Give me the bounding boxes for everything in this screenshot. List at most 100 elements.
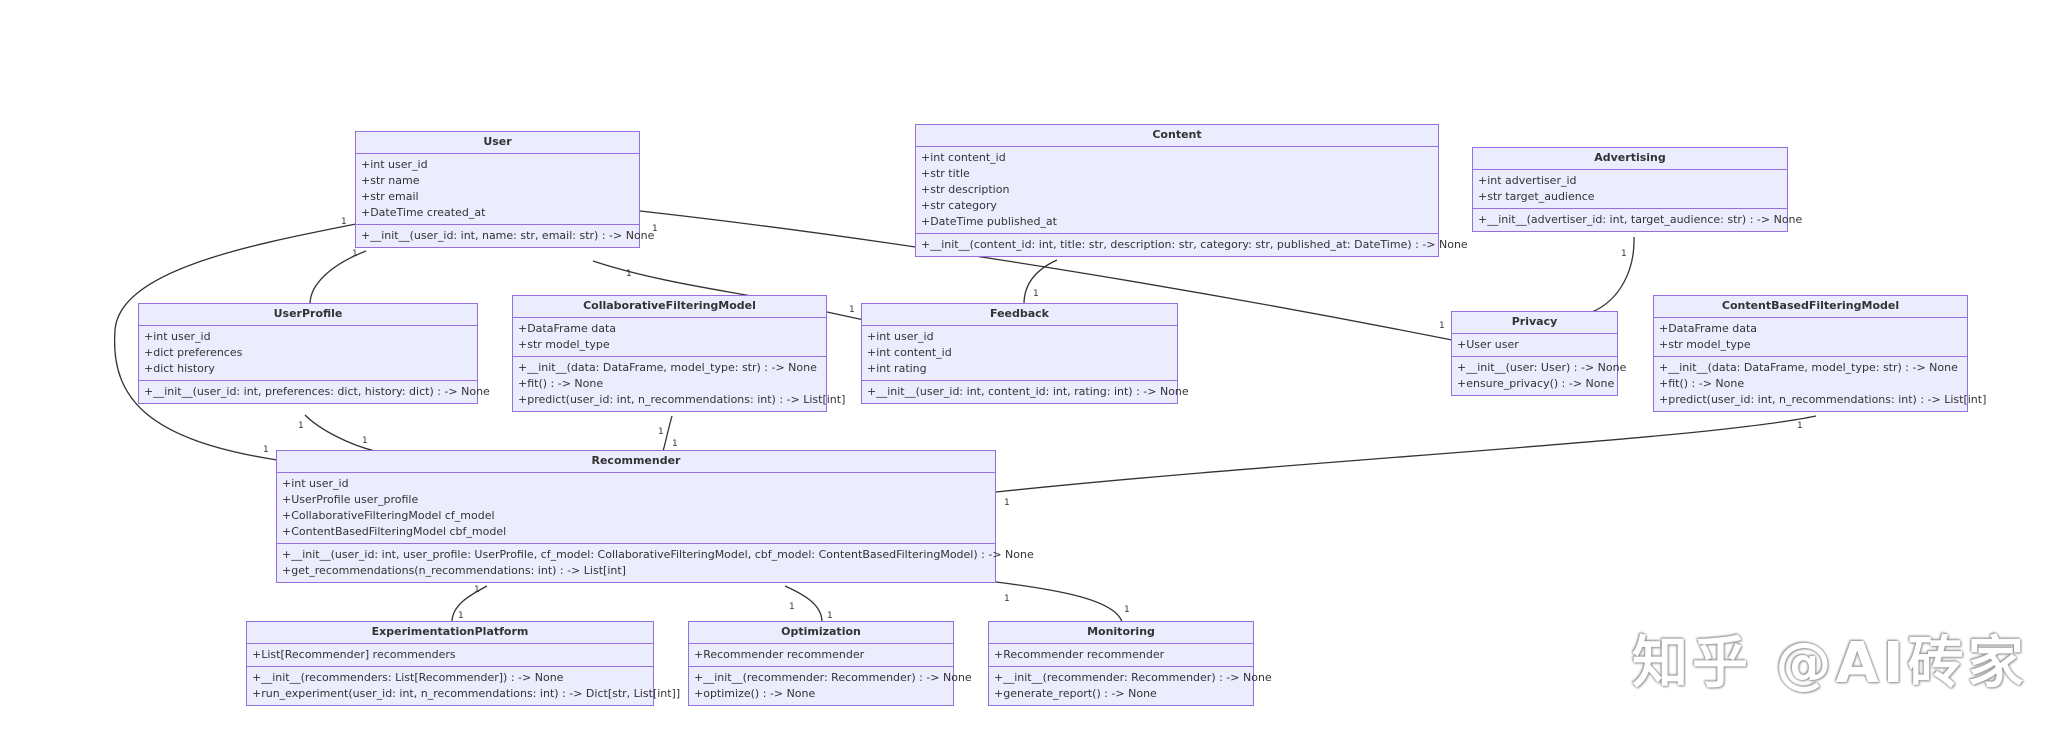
class-method: +fit() : -> None (518, 377, 604, 390)
class-title: Monitoring (989, 622, 1253, 644)
class-methods: +__init__(recommenders: List[Recommender… (247, 667, 681, 705)
class-attributes: +Recommender recommender (689, 644, 953, 667)
class-title: Recommender (277, 451, 995, 473)
edge-cbf-recommender (995, 415, 1817, 493)
class-methods: +__init__(user_id: int, name: str, email… (356, 225, 655, 247)
class-title: CollaborativeFilteringModel (513, 296, 826, 318)
class-experimentationplatform[interactable]: ExperimentationPlatform +List[Recommende… (246, 621, 681, 706)
class-attributes: +int user_id+UserProfile user_profile+Co… (277, 473, 995, 544)
class-attribute: +int user_id (361, 158, 428, 171)
multiplicity-label: 1 (1439, 321, 1445, 331)
class-feedback[interactable]: Feedback +int user_id+int content_id+int… (861, 303, 1189, 404)
class-attribute: +str name (361, 174, 420, 187)
class-title: Privacy (1452, 312, 1617, 334)
edge-content-feedback (1023, 259, 1058, 305)
class-attribute: +int content_id (867, 346, 952, 359)
class-attribute: +int user_id (144, 330, 211, 343)
multiplicity-label: 1 (341, 217, 347, 227)
class-content[interactable]: Content +int content_id+str title+str de… (915, 124, 1468, 257)
class-attributes: +int content_id+str title+str descriptio… (916, 147, 1438, 234)
class-method: +__init__(advertiser_id: int, target_aud… (1478, 213, 1803, 226)
class-method: +__init__(user_id: int, user_profile: Us… (282, 548, 1034, 561)
class-method: +generate_report() : -> None (994, 687, 1157, 700)
class-methods: +__init__(data: DataFrame, model_type: s… (513, 357, 845, 411)
class-attribute: +int advertiser_id (1478, 174, 1577, 187)
class-title: ExperimentationPlatform (247, 622, 653, 644)
class-userprofile[interactable]: UserProfile +int user_id +dict preference… (138, 303, 490, 404)
class-method: +__init__(recommender: Recommender) : ->… (994, 671, 1272, 684)
class-title: Advertising (1473, 148, 1787, 170)
class-methods: +__init__(recommender: Recommender) : ->… (989, 667, 1272, 705)
edge-cf-feedback (826, 311, 865, 321)
multiplicity-label: 1 (352, 249, 358, 259)
multiplicity-label: 1 (1004, 498, 1010, 508)
class-method: +optimize() : -> None (694, 687, 816, 700)
multiplicity-label: 1 (298, 421, 304, 431)
edge-user-feedback (592, 260, 758, 298)
class-attribute: +DateTime created_at (361, 206, 486, 219)
class-attribute: +str model_type (1659, 338, 1751, 351)
class-attributes: +User user (1452, 334, 1617, 357)
class-attributes: +int advertiser_id +str target_audience (1473, 170, 1787, 209)
class-optimization[interactable]: Optimization +Recommender recommender +_… (688, 621, 972, 706)
class-attribute: +DataFrame data (1659, 322, 1758, 335)
multiplicity-label: 1 (672, 439, 678, 449)
class-recommender[interactable]: Recommender +int user_id +UserProfile use… (276, 450, 1034, 583)
class-method: +__init__(data: DataFrame, model_type: s… (1659, 361, 1958, 374)
multiplicity-label: 1 (658, 427, 664, 437)
class-monitoring[interactable]: Monitoring +Recommender recommender +__i… (988, 621, 1272, 706)
class-method: +__init__(user_id: int, name: str, email… (361, 229, 655, 242)
multiplicity-label: 1 (1797, 421, 1803, 431)
class-attribute: +DateTime published_at (921, 215, 1057, 228)
class-attribute: +User user (1457, 338, 1519, 351)
class-method: +__init__(user_id: int, preferences: dic… (144, 385, 490, 398)
class-collaborativefilteringmodel[interactable]: CollaborativeFilteringModel +DataFrame d… (512, 295, 845, 412)
class-title: Content (916, 125, 1438, 147)
watermark-logo: 知乎 @AI砖家 (1632, 631, 2028, 696)
class-attribute: +DataFrame data (518, 322, 617, 335)
multiplicity-label: 1 (849, 305, 855, 315)
class-methods: +__init__(recommender: Recommender) : ->… (689, 667, 972, 705)
class-title: Feedback (862, 304, 1177, 326)
class-attributes: +int user_id+str name+str email+DateTime… (356, 154, 639, 225)
class-title: Optimization (689, 622, 953, 644)
class-method: +__init__(user: User) : -> None (1457, 361, 1627, 374)
edge-user-userprofile (309, 250, 367, 305)
class-title: UserProfile (139, 304, 477, 326)
class-attribute: +UserProfile user_profile (282, 493, 419, 506)
class-method: +predict(user_id: int, n_recommendations… (1659, 393, 1987, 406)
class-user[interactable]: User +int user_id+str name+str email+Dat… (355, 131, 655, 248)
edge-userprofile-recommender (304, 414, 376, 452)
class-method: +get_recommendations(n_recommendations: … (282, 564, 626, 577)
class-method: +run_experiment(user_id: int, n_recommen… (252, 687, 681, 700)
class-attribute: +Recommender recommender (994, 648, 1165, 661)
class-methods: +__init__(content_id: int, title: str, d… (916, 234, 1468, 256)
class-method: +ensure_privacy() : -> None (1457, 377, 1615, 390)
multiplicity-label: 1 (362, 436, 368, 446)
class-method: +__init__(user_id: int, content_id: int,… (867, 385, 1189, 398)
multiplicity-label: 1 (652, 224, 658, 234)
class-method: +__init__(recommender: Recommender) : ->… (694, 671, 972, 684)
edge-recommender-experimentation (451, 585, 488, 623)
class-contentbasedfilteringmodel[interactable]: ContentBasedFilteringModel +DataFrame da… (1653, 295, 1987, 412)
class-attribute: +dict preferences (144, 346, 243, 359)
edge-advertising-privacy (1591, 236, 1635, 313)
class-attribute: +str target_audience (1478, 190, 1595, 203)
class-attribute: +int user_id (282, 477, 349, 490)
class-attribute: +str model_type (518, 338, 610, 351)
class-advertising[interactable]: Advertising +int advertiser_id +str targe… (1472, 147, 1803, 232)
multiplicity-label: 1 (1621, 249, 1627, 259)
class-title: ContentBasedFilteringModel (1654, 296, 1967, 318)
class-privacy[interactable]: Privacy +User user +__init__(user: User)… (1451, 311, 1627, 396)
multiplicity-label: 1 (1124, 605, 1130, 615)
class-method: +__init__(content_id: int, title: str, d… (921, 238, 1468, 251)
multiplicity-label: 1 (789, 602, 795, 612)
class-title: User (356, 132, 639, 154)
multiplicity-label: 1 (458, 611, 464, 621)
edge-recommender-optimization (784, 585, 823, 623)
edge-user-recommender (113, 223, 357, 461)
class-attribute: +int rating (867, 362, 927, 375)
multiplicity-label: 1 (263, 445, 269, 455)
class-method: +fit() : -> None (1659, 377, 1745, 390)
